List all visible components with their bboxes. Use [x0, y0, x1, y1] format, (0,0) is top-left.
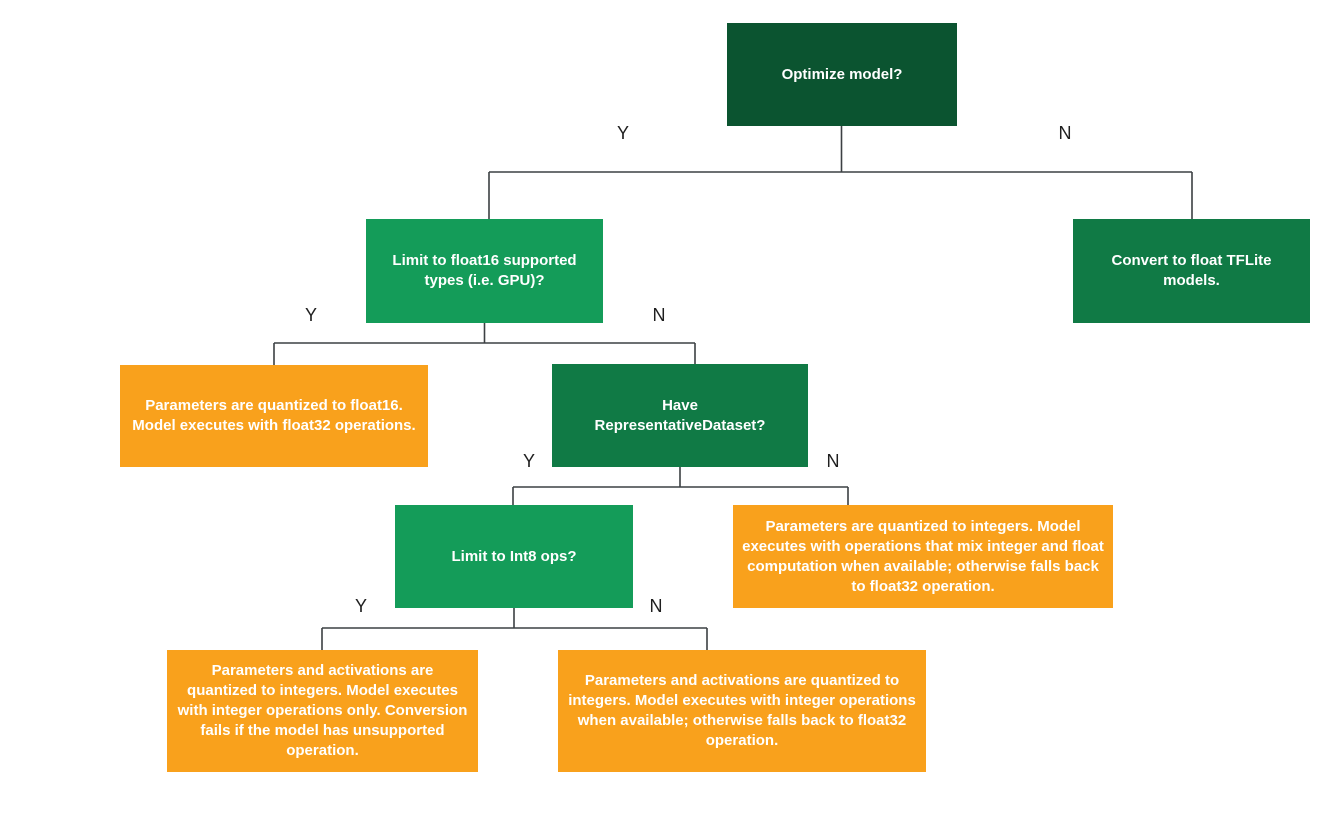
branch-label-float16-no: N — [652, 305, 666, 325]
branch-label-optimize-no: N — [1058, 123, 1072, 143]
node-int8-fallback-result-label: Parameters and activations are quantized… — [568, 672, 916, 749]
node-mixed-quantization-result-label: Parameters are quantized to integers. Mo… — [742, 517, 1104, 595]
branch-label-float16-yes: Y — [304, 305, 318, 325]
node-limit-float16: Limit to float16 supported types (i.e. G… — [366, 219, 603, 323]
node-limit-float16-label: Limit to float16 supported types (i.e. G… — [392, 252, 577, 289]
node-convert-float-tflite-label: Convert to float TFLite models. — [1111, 252, 1272, 289]
branch-label-dataset-yes: Y — [522, 451, 536, 471]
branch-label-dataset-no: N — [826, 451, 840, 471]
node-limit-int8-ops-label: Limit to Int8 ops? — [451, 547, 577, 565]
node-int8-fallback-result: Parameters and activations are quantized… — [558, 650, 926, 772]
connector-optimize-branch — [488, 126, 1193, 219]
node-mixed-quantization-result: Parameters are quantized to integers. Mo… — [733, 505, 1113, 608]
node-have-representative-dataset: Have RepresentativeDataset? — [552, 364, 808, 467]
connector-dataset-branch — [512, 467, 849, 505]
node-convert-float-tflite: Convert to float TFLite models. — [1073, 219, 1310, 323]
connector-float16-branch — [273, 323, 696, 365]
node-optimize-model: Optimize model? — [727, 23, 957, 126]
branch-label-optimize-yes: Y — [616, 123, 630, 143]
connector-int8-branch — [321, 608, 708, 650]
branch-label-int8-yes: Y — [354, 596, 368, 616]
node-limit-int8-ops: Limit to Int8 ops? — [395, 505, 633, 608]
node-int8-only-result: Parameters and activations are quantized… — [167, 650, 478, 772]
node-int8-only-result-label: Parameters and activations are quantized… — [177, 662, 468, 759]
node-have-representative-dataset-label: Have RepresentativeDataset? — [594, 396, 766, 434]
node-float16-result-label: Parameters are quantized to float16. Mod… — [132, 397, 416, 434]
node-optimize-model-label: Optimize model? — [781, 65, 903, 83]
node-float16-result: Parameters are quantized to float16. Mod… — [120, 365, 428, 467]
branch-label-int8-no: N — [649, 596, 663, 616]
